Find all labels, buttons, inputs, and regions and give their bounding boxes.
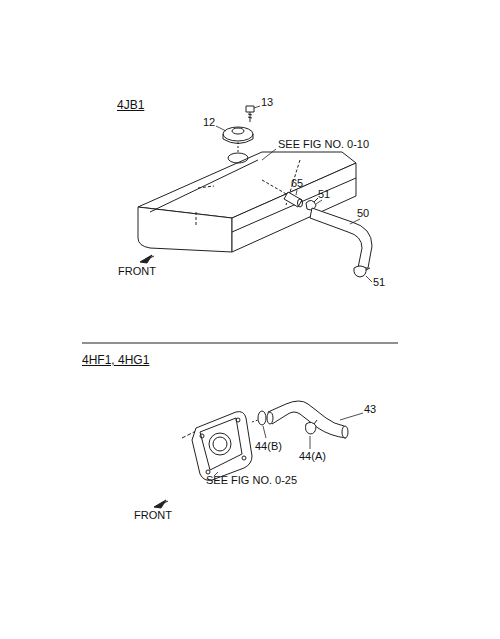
callout-number: 51	[373, 276, 385, 288]
direction-label: FRONT	[134, 509, 172, 521]
section-heading: 4HF1, 4HG1	[82, 354, 149, 367]
hose-clamp	[306, 420, 318, 434]
reference-note: SEE FIG NO. 0-10	[278, 138, 369, 150]
leader-lines	[216, 106, 372, 282]
rocker-cover	[138, 152, 356, 252]
hose-clamp	[354, 266, 370, 277]
callout-number: 44(B)	[255, 440, 282, 452]
section-heading: 4JB1	[117, 99, 144, 112]
hose	[310, 208, 372, 268]
callout-number: 65	[291, 177, 303, 189]
callout-number: 44(A)	[299, 450, 326, 462]
bolt	[246, 106, 254, 122]
callout-number: 12	[203, 116, 215, 128]
callout-number: 43	[364, 403, 376, 415]
callout-number: 50	[357, 207, 369, 219]
callout-number: 13	[261, 96, 273, 108]
gasket	[258, 411, 266, 425]
front-arrow	[154, 500, 168, 508]
leader-lines	[214, 413, 363, 476]
front-arrow	[140, 255, 154, 263]
callout-number: 51	[318, 188, 330, 200]
housing-plate	[192, 412, 252, 481]
direction-label: FRONT	[118, 265, 156, 277]
filler-cap	[223, 127, 253, 153]
reference-note: SEE FIG NO. 0-25	[206, 474, 297, 486]
water-pipe	[268, 401, 346, 438]
